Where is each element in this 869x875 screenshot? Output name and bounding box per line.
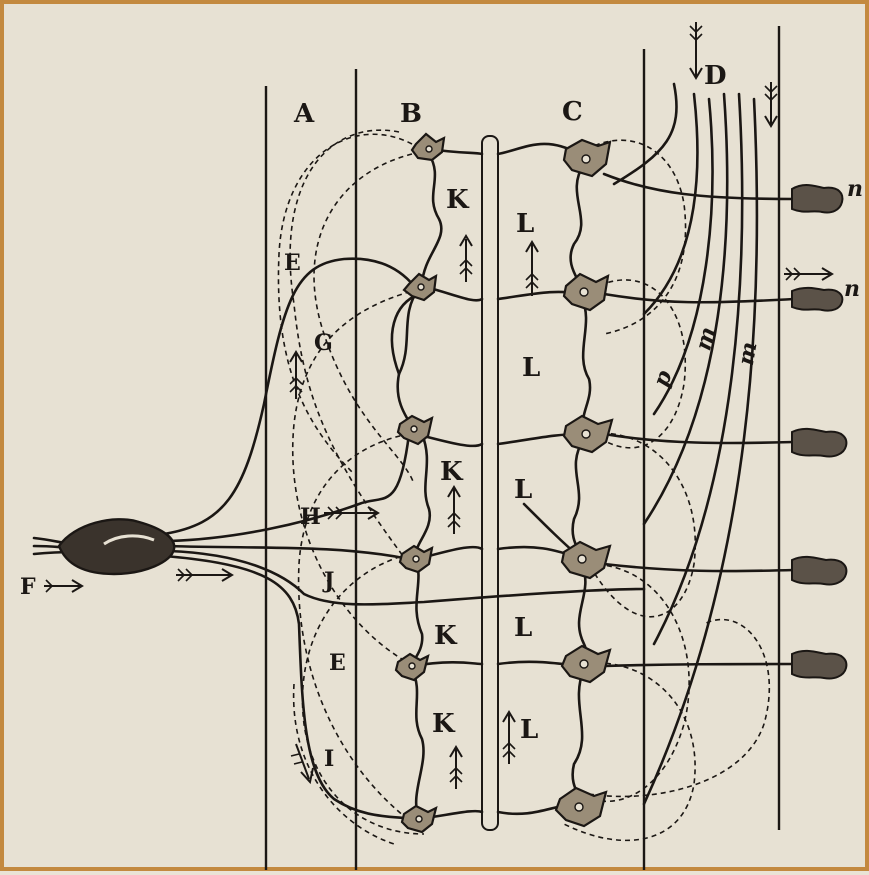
arrows — [44, 22, 832, 789]
ganglion-icon — [59, 519, 174, 574]
neuron-cell-icon — [556, 788, 606, 826]
neuron-cell-icon — [564, 140, 610, 176]
label-C: C — [562, 97, 583, 127]
label-E-lower: E — [329, 650, 346, 676]
label-n-2: n — [844, 276, 860, 302]
muscle-fibers — [792, 185, 846, 678]
neuron-cell-icon — [564, 274, 608, 310]
label-p: p — [648, 366, 678, 390]
label-L-2: L — [522, 353, 540, 383]
label-K-2: K — [440, 457, 464, 487]
label-H: H — [300, 504, 321, 530]
label-I: I — [324, 746, 334, 772]
label-L-1: L — [516, 209, 534, 239]
neuron-cell-icon — [398, 416, 432, 444]
label-J: J — [322, 568, 334, 594]
muscle-fiber-icon — [792, 651, 846, 679]
neuron-cells — [396, 134, 612, 832]
label-L-4: L — [514, 613, 532, 643]
label-B: B — [400, 99, 422, 129]
label-E-upper: E — [284, 250, 301, 276]
arrow-icon — [526, 242, 538, 296]
label-K-3: K — [434, 621, 458, 651]
nerve-network-diagram: A B C D E E F G H I J K K K K L L L L L … — [4, 4, 869, 875]
label-m-2: m — [733, 340, 763, 367]
muscle-fiber-icon — [792, 185, 842, 212]
arrow-icon — [784, 268, 832, 280]
arrow-icon — [690, 22, 702, 78]
arrow-icon — [176, 569, 232, 581]
arrow-icon — [460, 236, 472, 282]
efferent-fibers — [604, 84, 794, 804]
label-A: A — [293, 99, 315, 129]
arrow-icon — [503, 712, 515, 764]
arrow-icon — [324, 507, 378, 519]
neuron-cell-icon — [564, 416, 612, 452]
muscle-fiber-icon — [792, 557, 846, 585]
arrow-icon — [765, 82, 777, 126]
neuron-cell-icon — [562, 646, 610, 682]
label-F: F — [20, 574, 36, 600]
neuron-cell-icon — [412, 134, 444, 160]
label-D: D — [704, 61, 727, 91]
label-K-4: K — [432, 709, 456, 739]
label-L-3: L — [514, 475, 532, 505]
label-L-5: L — [520, 715, 538, 745]
arrow-icon — [44, 580, 82, 592]
neuron-cell-icon — [402, 806, 436, 832]
muscle-fiber-icon — [792, 288, 842, 311]
label-n-1: n — [847, 176, 863, 202]
label-K-1: K — [446, 185, 470, 215]
arrow-icon — [450, 747, 462, 789]
neuron-cell-icon — [404, 274, 436, 300]
muscle-fiber-icon — [792, 429, 846, 457]
label-G: G — [314, 330, 333, 356]
arrow-icon — [448, 487, 460, 534]
central-column — [482, 136, 498, 830]
neuron-cell-icon — [400, 546, 432, 572]
